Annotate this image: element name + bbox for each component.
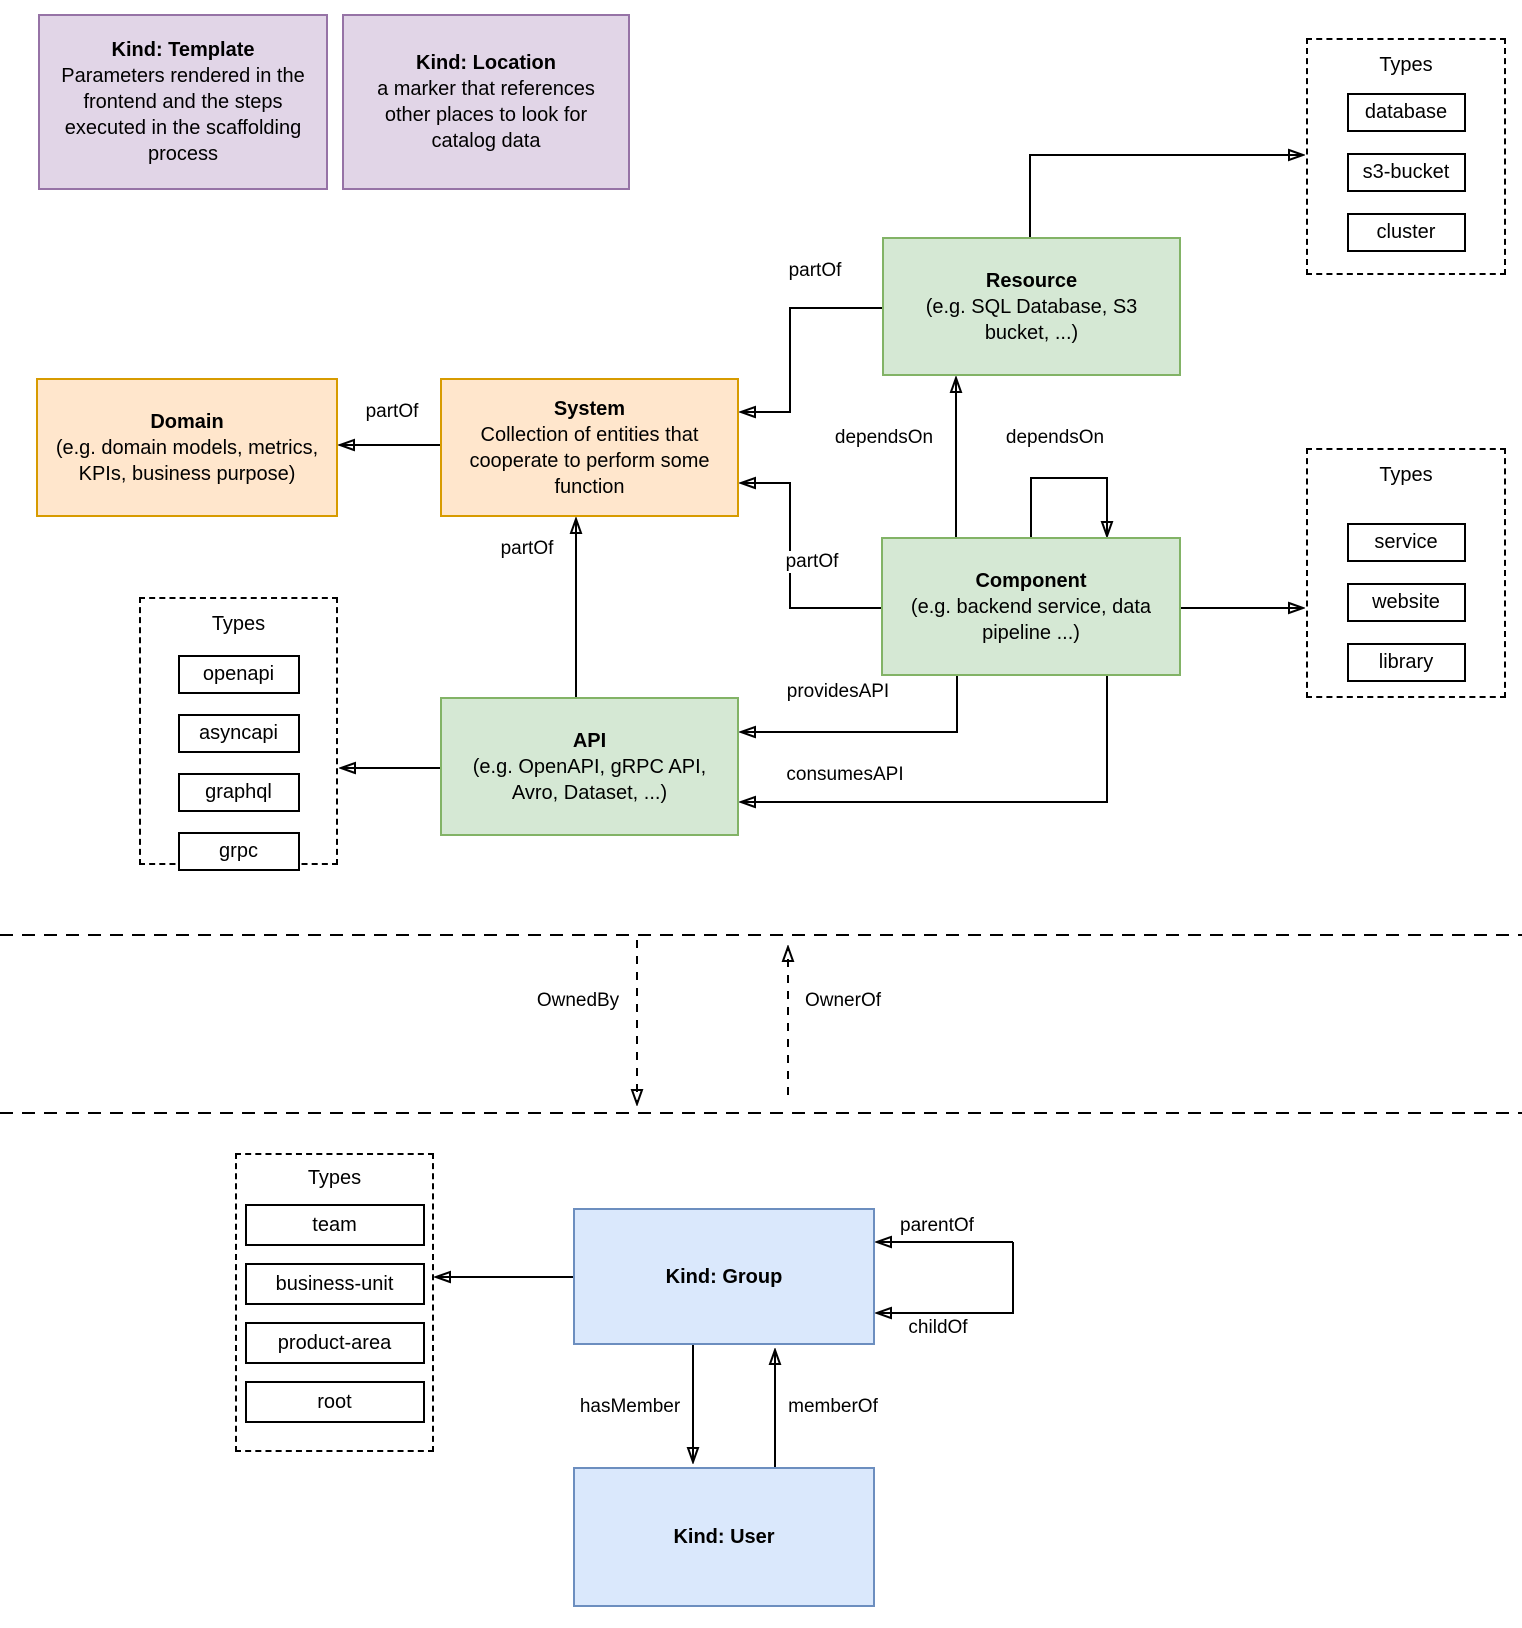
note-kind-template: Kind: Template Parameters rendered in th… (38, 14, 328, 190)
types-panel-resource: Types database s3-bucket cluster (1306, 38, 1506, 275)
note-kind-location-title: Kind: Location (416, 52, 556, 74)
type-item-asyncapi: asyncapi (177, 714, 300, 753)
edge-label-resource-part-of: partOf (785, 260, 845, 282)
note-kind-location: Kind: Location a marker that references … (342, 14, 630, 190)
type-item-graphql: graphql (177, 773, 300, 812)
edge-resource-to-system (741, 307, 882, 412)
entity-group-title: Kind: Group (665, 1265, 783, 1288)
type-item-library: library (1346, 643, 1466, 682)
edge-component-provides-api (741, 676, 958, 732)
entity-resource-title: Resource (985, 269, 1078, 292)
entity-system-subtitle: Collection of entities that cooperate to… (469, 423, 710, 498)
type-item-grpc: grpc (177, 832, 300, 871)
type-item-root: root (244, 1381, 425, 1423)
note-kind-template-title: Kind: Template (111, 39, 255, 61)
type-item-service: service (1346, 523, 1466, 562)
types-panel-component-label: Types (1379, 464, 1433, 486)
entity-component: Component (e.g. backend service, data pi… (881, 537, 1181, 676)
types-panel-component: Types service website library (1306, 448, 1506, 698)
entity-user-title: Kind: User (673, 1526, 775, 1548)
edge-label-consumes-api: consumesAPI (783, 764, 907, 786)
type-item-business-unit: business-unit (244, 1263, 425, 1305)
entity-resource: Resource (e.g. SQL Database, S3 bucket, … (882, 237, 1181, 376)
edge-label-system-part-of: partOf (362, 401, 422, 423)
entity-system: System Collection of entities that coope… (440, 378, 739, 517)
edge-label-component-part-of: partOf (782, 551, 842, 573)
types-panel-api-label: Types (211, 613, 266, 635)
entity-system-title: System (553, 397, 626, 420)
edge-label-owned-by: OwnedBy (533, 990, 623, 1012)
entity-api: API (e.g. OpenAPI, gRPC API, Avro, Datas… (440, 697, 739, 836)
types-panel-group-label: Types (307, 1167, 362, 1189)
entity-api-subtitle: (e.g. OpenAPI, gRPC API, Avro, Dataset, … (472, 755, 707, 804)
entity-component-title: Component (975, 569, 1087, 592)
type-item-openapi: openapi (177, 655, 300, 694)
edge-component-to-system (741, 483, 881, 609)
edge-label-owner-of: OwnerOf (801, 990, 885, 1012)
edge-label-parent-of: parentOf (897, 1215, 977, 1237)
edge-resource-to-resource-types (1029, 155, 1303, 237)
types-panel-api: Types openapi asyncapi graphql grpc (139, 597, 338, 871)
type-item-team: team (244, 1204, 425, 1246)
edge-component-self-loop (1030, 477, 1107, 537)
edge-label-depends-on-self: dependsOn (1002, 427, 1108, 449)
entity-component-subtitle: (e.g. backend service, data pipeline ...… (910, 595, 1152, 644)
note-kind-template-body: Parameters rendered in the frontend and … (61, 65, 305, 165)
type-item-product-area: product-area (244, 1322, 425, 1364)
type-item-database: database (1346, 93, 1466, 132)
edge-component-consumes-api (741, 676, 1108, 802)
type-item-cluster: cluster (1346, 213, 1466, 252)
entity-api-title: API (572, 729, 607, 752)
edge-label-provides-api: providesAPI (783, 681, 893, 703)
entity-domain: Domain (e.g. domain models, metrics, KPI… (36, 378, 338, 517)
type-item-s3-bucket: s3-bucket (1346, 153, 1466, 192)
note-kind-location-body: a marker that references other places to… (377, 78, 595, 152)
edge-group-child-of (877, 1242, 1014, 1313)
types-panel-group: Types team business-unit product-area ro… (235, 1153, 434, 1452)
edge-label-has-member: hasMember (576, 1396, 684, 1418)
edge-label-api-part-of: partOf (497, 538, 557, 560)
entity-user: Kind: User (573, 1467, 875, 1607)
entity-group: Kind: Group (573, 1208, 875, 1345)
type-item-website: website (1346, 583, 1466, 622)
edge-label-child-of: childOf (905, 1317, 971, 1339)
types-panel-resource-label: Types (1379, 54, 1433, 76)
entity-resource-subtitle: (e.g. SQL Database, S3 bucket, ...) (925, 295, 1138, 344)
entity-domain-subtitle: (e.g. domain models, metrics, KPIs, busi… (55, 436, 319, 485)
entity-domain-title: Domain (150, 410, 224, 433)
edge-label-member-of: memberOf (785, 1396, 881, 1418)
edge-label-depends-on-resource: dependsOn (831, 427, 937, 449)
